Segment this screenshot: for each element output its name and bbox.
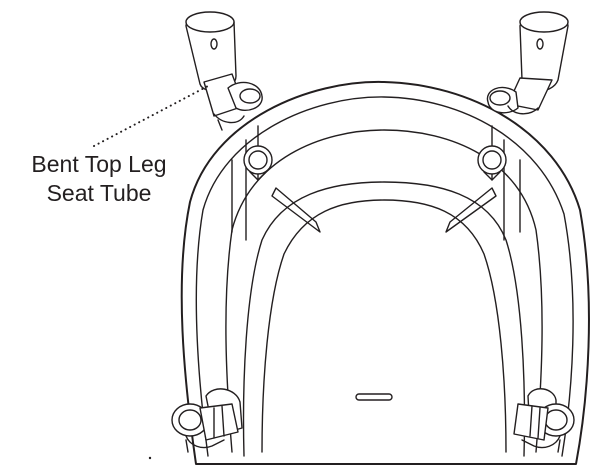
seat-slot: [355, 393, 393, 401]
seat-outer-rim: [180, 80, 590, 465]
callout-leader-line: [93, 85, 209, 147]
bent-top-leg-seat-tube-label: Bent Top Leg Seat Tube: [8, 150, 190, 208]
stray-mark: [148, 456, 152, 460]
bottom-left-leg-tube: [171, 388, 243, 453]
seat-cushion: [242, 181, 526, 457]
callout-line-1: Bent Top Leg: [31, 151, 167, 177]
right-bracket: [445, 187, 497, 233]
right-leg-clip: [477, 125, 521, 241]
seat-inner-rim: [195, 96, 574, 457]
left-leg-clip: [231, 125, 273, 241]
callout-line-2: Seat Tube: [46, 180, 152, 206]
bent-top-leg-seat-tube: [185, 11, 263, 131]
bottom-right-leg-tube: [513, 388, 575, 453]
seat-frame: [225, 129, 543, 453]
left-bracket: [271, 187, 321, 233]
seat-cushion-inner: [261, 199, 507, 453]
top-right-leg-tube: [486, 11, 569, 115]
